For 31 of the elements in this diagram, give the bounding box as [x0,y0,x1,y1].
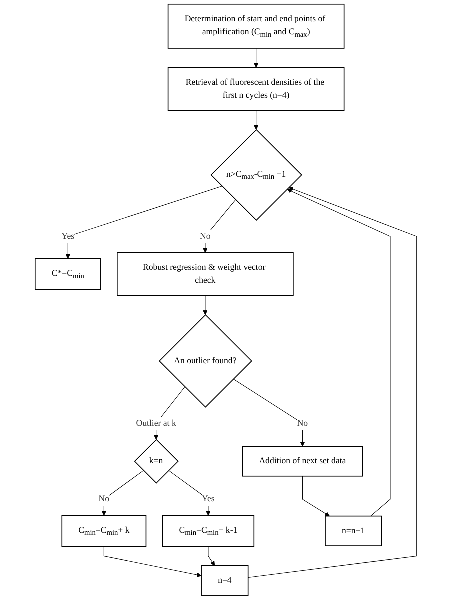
arrow [102,470,144,516]
arrow [203,200,236,254]
node-diamond: k=n [134,439,180,484]
node-box: C$_{min}$=C$_{min}$+ k [62,515,147,548]
edge-label: Yes [202,494,216,504]
node-box: C*=C$_{min}$ [35,258,102,290]
arrow [254,110,260,130]
node-diamond: n>C$_{max}$-C$_{min}$ +1 [211,129,303,222]
node-box: Addition of next set data [242,446,364,477]
arrow [254,48,260,68]
node-box: n=n+1 [325,516,382,546]
edge-label: No [298,418,308,428]
arrow [248,187,418,578]
arrow [168,470,212,516]
arrow [104,546,202,578]
arrow [302,476,330,517]
edge-label: No [200,232,212,242]
arrow [66,186,223,260]
node-box: Robust regression & weight vector check [117,252,294,296]
edge-label: No [99,494,110,504]
node-box: Retrieval of fluorescent densities of the first n cycles (n=4) [168,67,346,112]
arrow [208,546,216,566]
edge-label: Yes [62,232,75,242]
node-box: Determination of start and end points of amplification (C$_{min}$ and C$_{max}$) [168,4,346,49]
arrow [234,378,306,447]
arrow [288,189,392,517]
edge-label: Outlier at k [136,418,177,428]
node-box: n=4 [202,565,250,596]
node-diamond: An outlier found? [159,314,253,408]
arrow [203,296,208,316]
node-box: C$_{min}$=C$_{min}$+ k-1 [162,515,255,548]
